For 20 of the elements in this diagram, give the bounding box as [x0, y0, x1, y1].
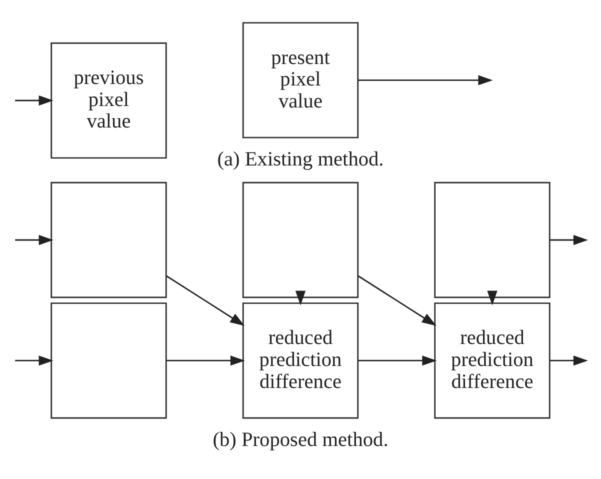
arrow — [487, 290, 498, 305]
arrow — [358, 274, 436, 326]
node-box: reduced prediction difference — [242, 302, 359, 418]
label: (a) Existing method. — [217, 148, 384, 170]
node-box — [50, 181, 167, 298]
node-box: reduced prediction difference — [434, 302, 550, 418]
arrow — [358, 354, 437, 366]
arrow — [166, 354, 245, 366]
arrow — [295, 290, 306, 305]
arrow — [166, 274, 245, 326]
node-box — [50, 302, 167, 418]
node-box: previous pixel value — [50, 42, 167, 158]
arrow — [15, 94, 54, 106]
arrow — [550, 354, 588, 366]
node-box: present pixel value — [242, 22, 359, 138]
arrow — [15, 354, 54, 366]
arrow — [358, 74, 493, 85]
arrow — [15, 234, 54, 245]
arrow — [550, 234, 588, 245]
label: (b) Proposed method. — [212, 428, 388, 450]
